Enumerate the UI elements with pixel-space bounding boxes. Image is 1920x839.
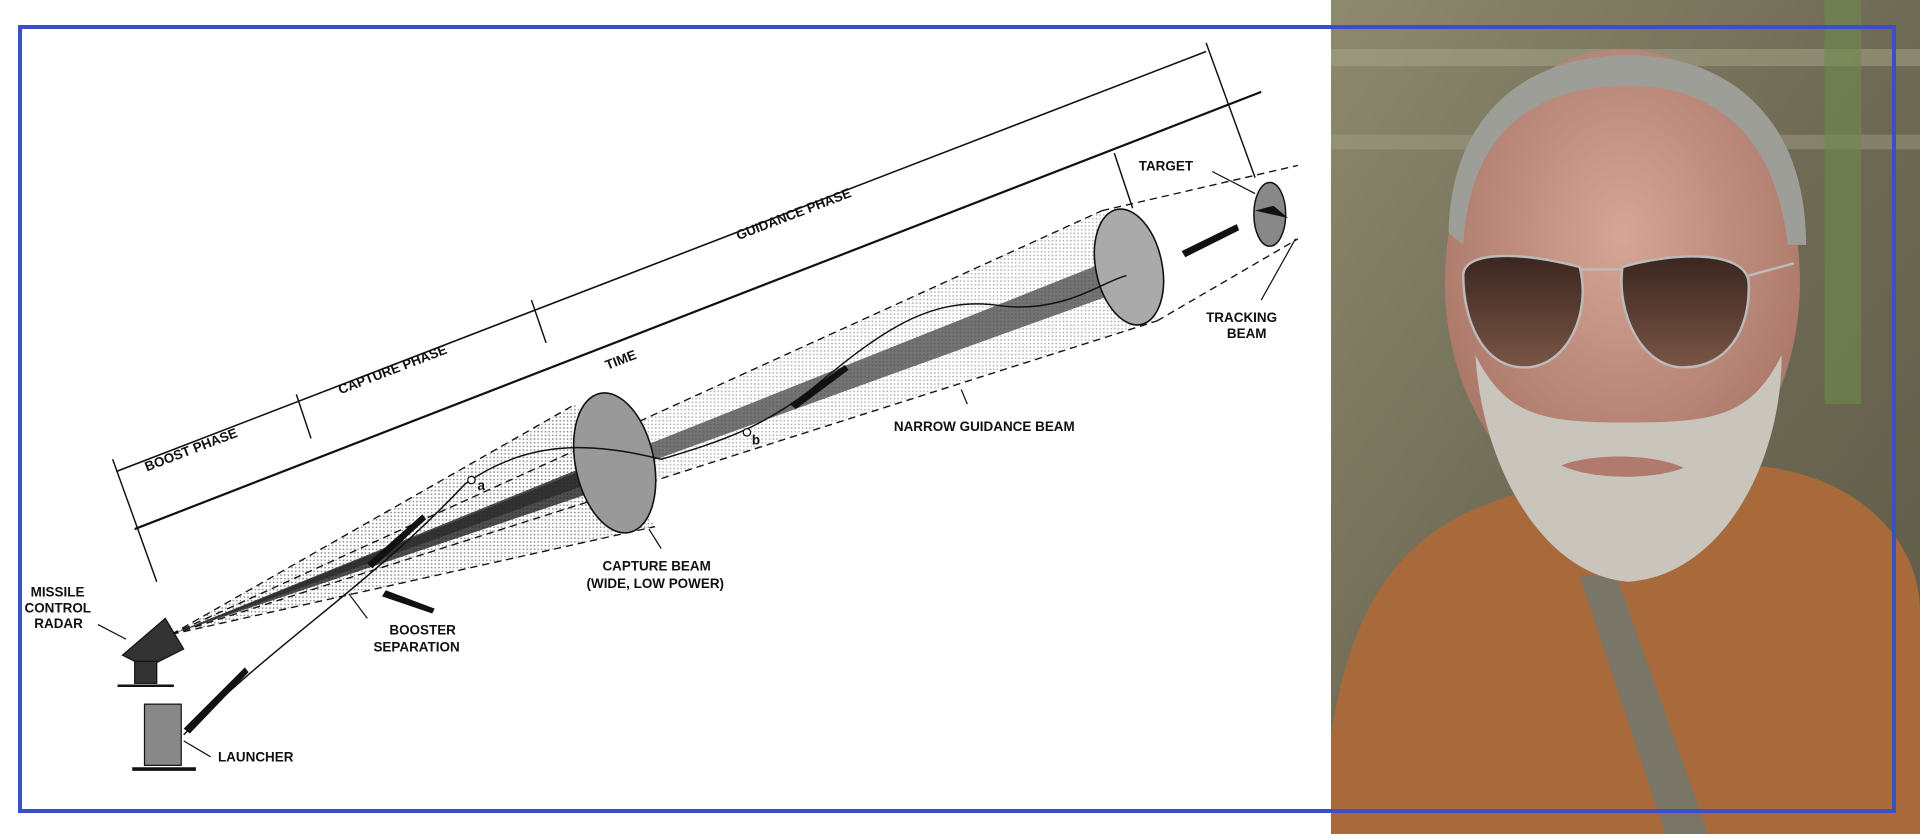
tracking-beam-label: BEAM: [1227, 326, 1267, 341]
target-disc: [1253, 181, 1287, 247]
tracking-beam-label: TRACKING: [1206, 310, 1277, 325]
bag-strap: [1579, 575, 1709, 834]
capture-beam-label: (WIDE, LOW POWER): [587, 576, 725, 591]
beams: [171, 164, 1299, 636]
missile-guidance-diagram: a b BOOST PHASE CAPTURE PHASE GUIDANCE P…: [24, 42, 1299, 771]
phase-timeline: [111, 42, 1262, 582]
narrow-guidance-beam-label: NARROW GUIDANCE BEAM: [894, 419, 1075, 434]
missile-trajectory: [183, 274, 1127, 736]
portrait-photo: [1331, 0, 1920, 834]
missile-icons: [183, 205, 1289, 734]
radar-label: MISSILE: [31, 584, 85, 599]
point-b-label: b: [752, 433, 760, 448]
launcher-label: LAUNCHER: [218, 750, 294, 765]
diagram-drawing: a b BOOST PHASE CAPTURE PHASE GUIDANCE P…: [24, 42, 1299, 771]
target-label: TARGET: [1139, 158, 1194, 173]
booster-separation-label: SEPARATION: [373, 639, 459, 654]
capture-phase-label: CAPTURE PHASE: [336, 342, 449, 397]
booster-separation-label: BOOSTER: [389, 622, 456, 637]
radar-label: RADAR: [34, 616, 83, 631]
capture-beam-disc: [572, 392, 657, 534]
radar-label: CONTROL: [24, 600, 91, 615]
time-label: TIME: [603, 347, 638, 373]
portrait-drawing: [1331, 0, 1920, 834]
sunglasses-icon: [1462, 254, 1795, 369]
guidance-beam-disc: [1093, 208, 1165, 326]
radar-icon: [117, 617, 185, 687]
capture-beam-label: CAPTURE BEAM: [602, 559, 710, 574]
guidance-phase-label: GUIDANCE PHASE: [734, 185, 853, 243]
launcher-icon: [132, 703, 196, 771]
boost-phase-label: BOOST PHASE: [143, 425, 240, 474]
point-a-label: a: [478, 478, 486, 493]
